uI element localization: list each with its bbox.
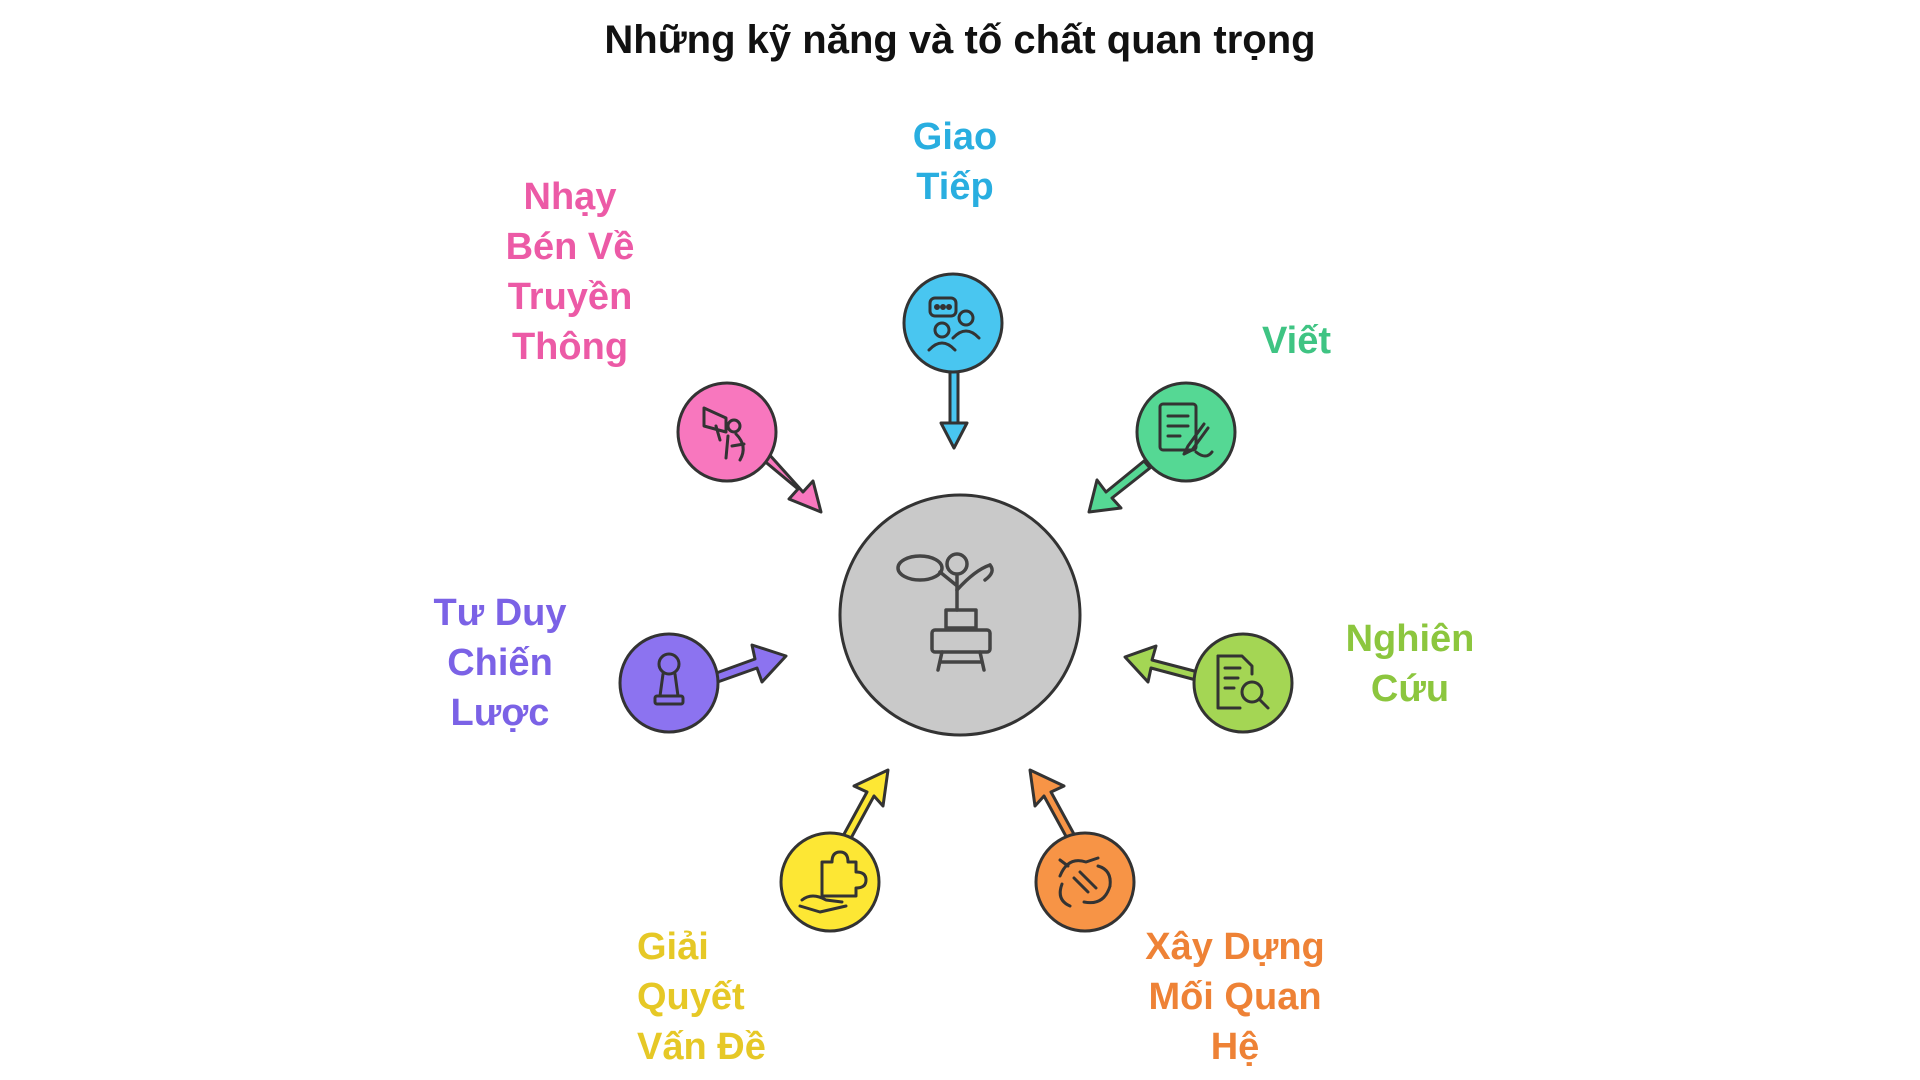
person-presenting-icon xyxy=(896,552,994,672)
arrow-relationships xyxy=(1028,768,1077,842)
arrow-communication xyxy=(939,365,969,450)
megaphone-icon xyxy=(702,406,746,462)
document-search-icon xyxy=(1216,654,1270,710)
skill-node-writing xyxy=(1087,381,1237,514)
skill-node-research xyxy=(1123,632,1294,734)
skill-label-line: Thông xyxy=(511,326,629,368)
skill-label-line: Nhạy xyxy=(523,176,617,218)
skill-node-strategy xyxy=(618,632,788,734)
arrow-problem-solving xyxy=(841,768,890,842)
node-circle-relationships xyxy=(1034,831,1136,933)
skill-node-relationships xyxy=(1028,768,1136,933)
skill-node-communication xyxy=(902,272,1004,450)
arrow-research xyxy=(1123,644,1200,684)
skill-label-line: Tiếp xyxy=(916,166,994,208)
skill-label-line: Mối Quan xyxy=(1148,976,1322,1018)
skill-label-line: Hệ xyxy=(1210,1026,1260,1068)
skill-label-line: Nghiên xyxy=(1345,618,1475,660)
skill-label-writing: Viết xyxy=(1262,316,1382,366)
skill-node-media-sense xyxy=(676,381,823,514)
diagram-title: Những kỹ năng và tố chất quan trọng xyxy=(604,18,1316,62)
node-circle-strategy xyxy=(618,632,720,734)
node-circle-writing xyxy=(1135,381,1237,483)
node-circle-research xyxy=(1192,632,1294,734)
document-pen-icon xyxy=(1158,402,1214,458)
people-chat-icon xyxy=(927,296,981,352)
skill-label-line: Quyết xyxy=(637,976,745,1018)
skill-label-line: Giải xyxy=(637,926,709,968)
arrow-writing xyxy=(1087,459,1152,514)
skill-label-line: Viết xyxy=(1262,320,1332,362)
puzzle-hand-icon xyxy=(798,850,868,914)
skill-label-line: Lược xyxy=(450,692,550,734)
skill-label-line: Vấn Đề xyxy=(637,1026,766,1068)
handshake-icon xyxy=(1058,856,1112,908)
skill-label-line: Bén Về xyxy=(505,226,635,268)
node-circle-communication xyxy=(902,272,1004,374)
skill-label-line: Xây Dựng xyxy=(1145,926,1325,968)
arrow-strategy xyxy=(706,643,788,686)
chess-pawn-icon xyxy=(653,652,685,706)
center-circle xyxy=(838,493,1082,737)
skill-node-problem-solving xyxy=(779,768,890,933)
skill-label-line: Cứu xyxy=(1370,668,1450,710)
skill-label-line: Tư Duy xyxy=(433,592,567,634)
center-hub xyxy=(838,493,1082,737)
skill-label-line: Giao xyxy=(912,116,998,158)
skill-label-line: Truyền xyxy=(507,276,633,318)
skill-label-line: Chiến xyxy=(447,642,553,684)
arrow-media-sense xyxy=(760,450,823,514)
